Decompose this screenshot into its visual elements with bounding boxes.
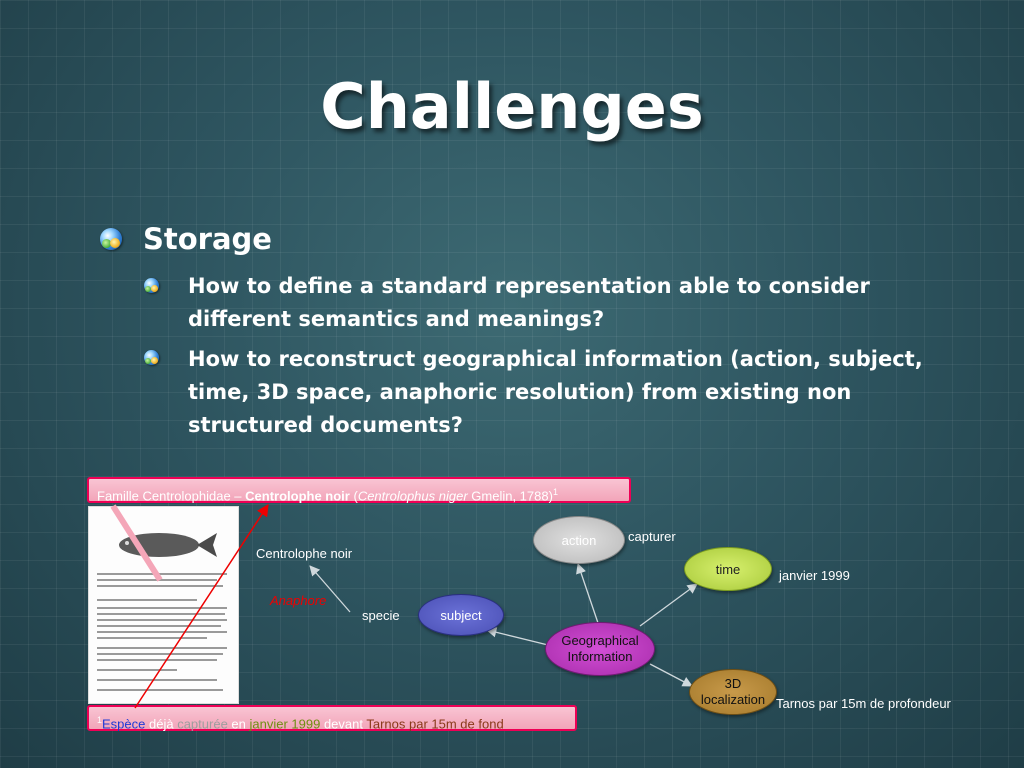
caption-word: capturée [173,716,228,732]
node-subject: subject [418,594,504,636]
edge-3d [649,663,693,687]
node-geographical-information: Geographical Information [545,622,655,676]
label-tarnos: Tarnos par 15m de profondeur [776,696,951,711]
edge-time [639,583,698,627]
anaphora-arrow [134,503,269,709]
caption-word: en [227,716,246,732]
slide-title: Challenges [320,70,704,143]
caption-word: Espèce [102,716,146,732]
edge-action [576,563,599,624]
node-action: action [533,516,625,564]
label-centrolophe: Centrolophe noir [256,546,353,561]
caption-word: déjà [145,716,174,732]
bullet-orb-icon [144,278,159,293]
label-specie: specie [362,608,400,623]
caption-word: janvier 1999 [245,716,321,732]
edge-specie [309,565,351,613]
caption-word: devant [320,716,363,732]
node-time: time [684,547,772,591]
document-thumbnail [88,506,239,704]
bullet-reconstruct: How to reconstruct geographical informat… [188,347,923,437]
label-janvier: janvier 1999 [779,568,850,583]
bullet-orb-icon [144,350,159,365]
caption-top: Famille Centrolophidae – Centrolophe noi… [87,477,631,503]
label-capturer: capturer [628,529,676,544]
bullet-storage: Storage [143,222,272,256]
bullet-orb-icon [100,228,122,250]
caption-bottom: 1Espèce déjà capturée en janvier 1999 de… [87,705,577,731]
pointer-arrow [110,504,163,582]
bullet-representation: How to define a standard representation … [188,274,870,331]
label-anaphore: Anaphore [270,593,327,608]
edge-subject [485,627,549,646]
caption-word: Tarnos par 15m de fond [362,716,504,732]
